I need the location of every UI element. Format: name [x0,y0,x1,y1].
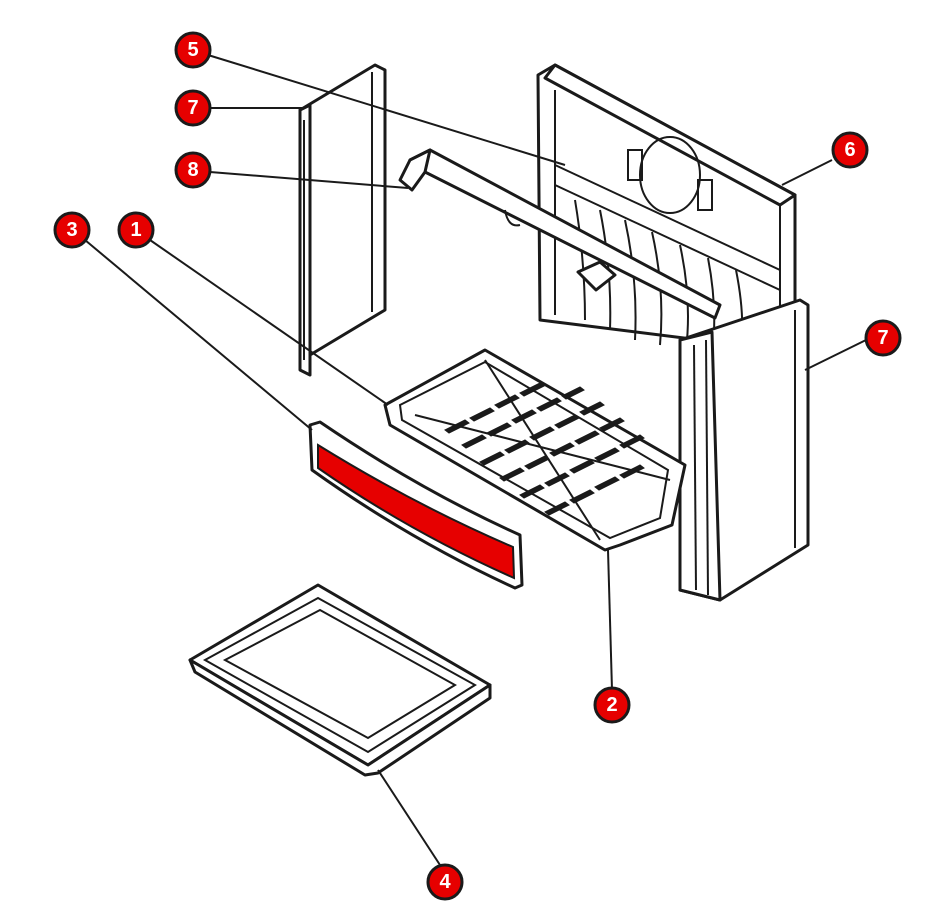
callout-1: 1 [117,211,155,249]
callout-8: 8 [174,151,212,189]
back-panel [536,63,797,356]
ash-pan [188,583,492,777]
callout-4-label: 4 [439,871,451,893]
callout-7-left-label: 7 [187,97,198,119]
callout-2-label: 2 [606,694,617,716]
leader-lines [84,54,867,866]
callout-5: 5 [174,31,212,69]
callout-3-label: 3 [66,219,77,241]
callout-7-left: 7 [174,89,212,127]
callout-3: 3 [53,211,91,249]
callout-6-label: 6 [844,139,855,161]
callout-1-label: 1 [130,219,141,241]
highlighted-part-fill [317,443,516,580]
left-side-panel [298,63,387,377]
callout-6: 6 [831,131,869,169]
callout-2: 2 [593,686,631,724]
callout-7-right-label: 7 [877,327,888,349]
front-log-retainer [308,420,524,590]
callout-5-label: 5 [187,39,198,61]
grate [383,348,687,552]
baffle-bar [398,148,722,320]
callout-7-right: 7 [864,319,902,357]
callout-4: 4 [426,863,464,901]
right-side-panel [678,298,810,602]
callout-8-label: 8 [187,159,198,181]
